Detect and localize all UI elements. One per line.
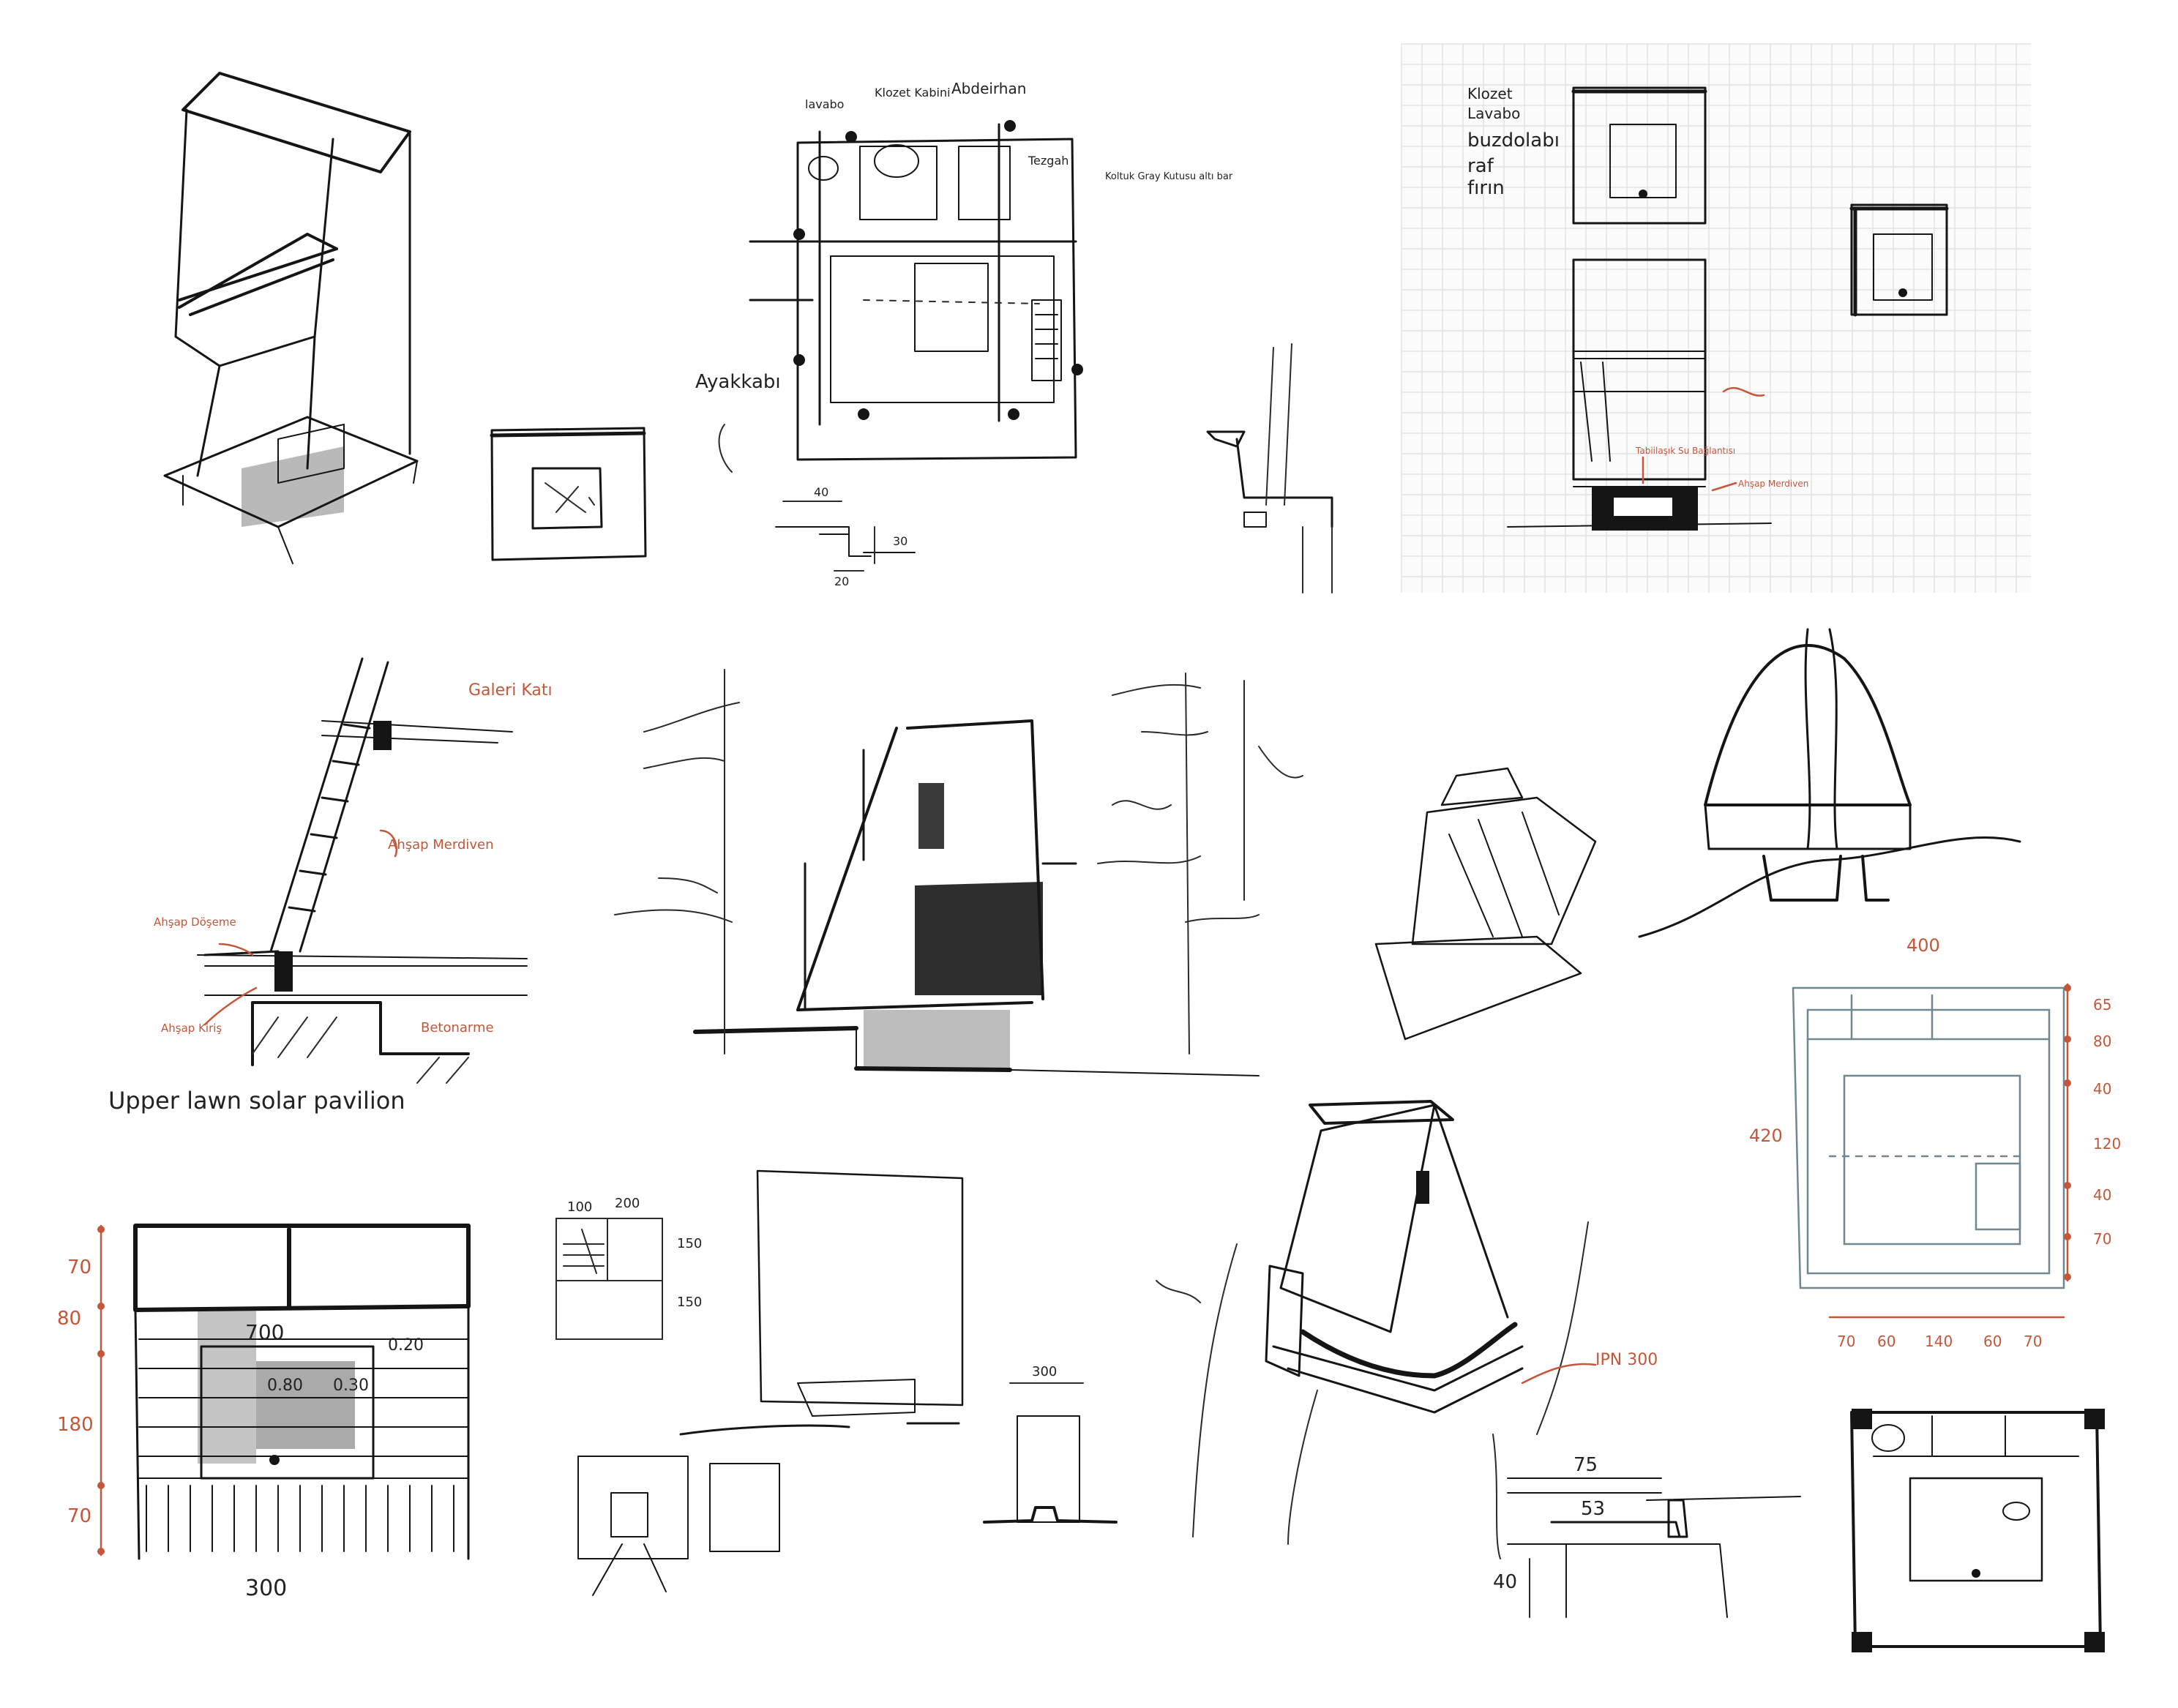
plan-with-posts bbox=[1850, 1409, 2105, 1652]
dimensioned-elevation-left: 70 80 180 70 300 700 0.20 0.80 0.30 bbox=[57, 1224, 471, 1601]
dim-sp-200: 200 bbox=[615, 1196, 640, 1211]
dim-53: 53 bbox=[1581, 1498, 1605, 1520]
dim-b4: 60 bbox=[1983, 1333, 2002, 1350]
note-ahsap-grid: Ahşap Merdiven bbox=[1738, 479, 1808, 489]
dim-e-inner3: 0.80 bbox=[267, 1376, 303, 1395]
dim-sp-300: 300 bbox=[1032, 1364, 1057, 1379]
list-item-3: buzdolabı bbox=[1467, 130, 1560, 151]
note-klozet: Klozet Kabini bbox=[875, 86, 951, 100]
isometric-cabin-sketch: IPN 300 bbox=[1156, 1100, 1658, 1559]
list-item-2: Lavabo bbox=[1467, 105, 1520, 122]
dim-b1: 70 bbox=[1837, 1333, 1855, 1350]
dim-e-bottom: 300 bbox=[245, 1576, 287, 1601]
note-lavabo: lavabo bbox=[805, 97, 844, 111]
dim-e-inner1: 700 bbox=[245, 1320, 284, 1344]
chimney-perspective-sketch bbox=[1374, 767, 1597, 1041]
plan-with-annotations: lavabo Klozet Kabini Abdeirhan Tezgah Ko… bbox=[695, 80, 1233, 588]
dim-r6: 70 bbox=[2093, 1230, 2111, 1248]
note-ipn: IPN 300 bbox=[1595, 1351, 1658, 1369]
note-kolktuk: Koltuk Gray Kutusu altı bar bbox=[1105, 171, 1233, 182]
note-tezgah: Tezgah bbox=[1028, 154, 1069, 168]
note-betonarme: Betonarme bbox=[421, 1020, 494, 1035]
dim-sp-100: 100 bbox=[567, 1199, 592, 1215]
note-ahsap-doseme: Ahşap Döşeme bbox=[154, 915, 236, 929]
dim-e3: 180 bbox=[57, 1414, 94, 1436]
dim-r3: 40 bbox=[2093, 1080, 2111, 1098]
step-detail: 75 53 40 bbox=[1493, 1454, 1801, 1618]
dim-b5: 70 bbox=[2024, 1333, 2042, 1350]
dim-b3: 140 bbox=[1925, 1333, 1953, 1350]
dim-e2: 80 bbox=[57, 1308, 81, 1330]
caption-solar-pavilion: Upper lawn solar pavilion bbox=[108, 1087, 405, 1115]
list-item-1: Klozet bbox=[1467, 85, 1513, 102]
dim-r5: 40 bbox=[2093, 1186, 2111, 1204]
railing-detail bbox=[1206, 343, 1333, 593]
dim-e1: 70 bbox=[67, 1256, 91, 1278]
dim-r4: 120 bbox=[2093, 1135, 2121, 1153]
dim-30: 30 bbox=[893, 534, 908, 548]
dim-sp-150a: 150 bbox=[677, 1236, 702, 1251]
small-plans-bottom: 100 200 150 150 300 bbox=[555, 1169, 1118, 1596]
dim-b2: 60 bbox=[1877, 1333, 1896, 1350]
dim-e4: 70 bbox=[67, 1505, 91, 1527]
dim-plan-top: 400 bbox=[1906, 935, 1940, 956]
dimensioned-plan-right: 400 420 65 80 40 120 40 70 70 60 140 60 … bbox=[1749, 935, 2121, 1350]
note-ayakkabi: Ayakkabı bbox=[695, 371, 781, 393]
wireframe-perspective-sketch bbox=[163, 72, 419, 564]
dim-r2: 80 bbox=[2093, 1033, 2111, 1050]
note-ahsap-kiris: Ahşap Kiriş bbox=[161, 1022, 222, 1035]
dim-plan-left: 420 bbox=[1749, 1125, 1783, 1146]
list-item-5: fırın bbox=[1467, 177, 1505, 199]
list-item-4: raf bbox=[1467, 155, 1494, 177]
dim-75: 75 bbox=[1573, 1454, 1598, 1476]
trees-elevation-sketch bbox=[614, 669, 1303, 1076]
dim-40: 40 bbox=[814, 485, 828, 499]
note-abdeirhan: Abdeirhan bbox=[951, 80, 1026, 97]
note-tabiilasik: Tabiilaşık Su Bağlantısı bbox=[1635, 446, 1735, 456]
ladder-section: Galeri Katı Ahşap Merdiven Ahşap Döşeme … bbox=[108, 657, 553, 1115]
gable-elevation-sketch bbox=[1638, 628, 2021, 938]
dim-20: 20 bbox=[834, 574, 849, 588]
dim-e-inner2: 0.20 bbox=[388, 1336, 424, 1355]
dim-r1: 65 bbox=[2093, 996, 2111, 1014]
dim-40b: 40 bbox=[1493, 1571, 1517, 1593]
note-ahsap-merdiven: Ahşap Merdiven bbox=[388, 837, 494, 853]
dim-e-inner4: 0.30 bbox=[333, 1376, 369, 1395]
small-plan-sketch bbox=[490, 427, 647, 561]
grid-paper-section: Klozet Lavabo buzdolabı raf fırın Tabiil… bbox=[1401, 43, 2031, 593]
note-galeri: Galeri Katı bbox=[468, 681, 553, 700]
dim-sp-150b: 150 bbox=[677, 1295, 702, 1310]
